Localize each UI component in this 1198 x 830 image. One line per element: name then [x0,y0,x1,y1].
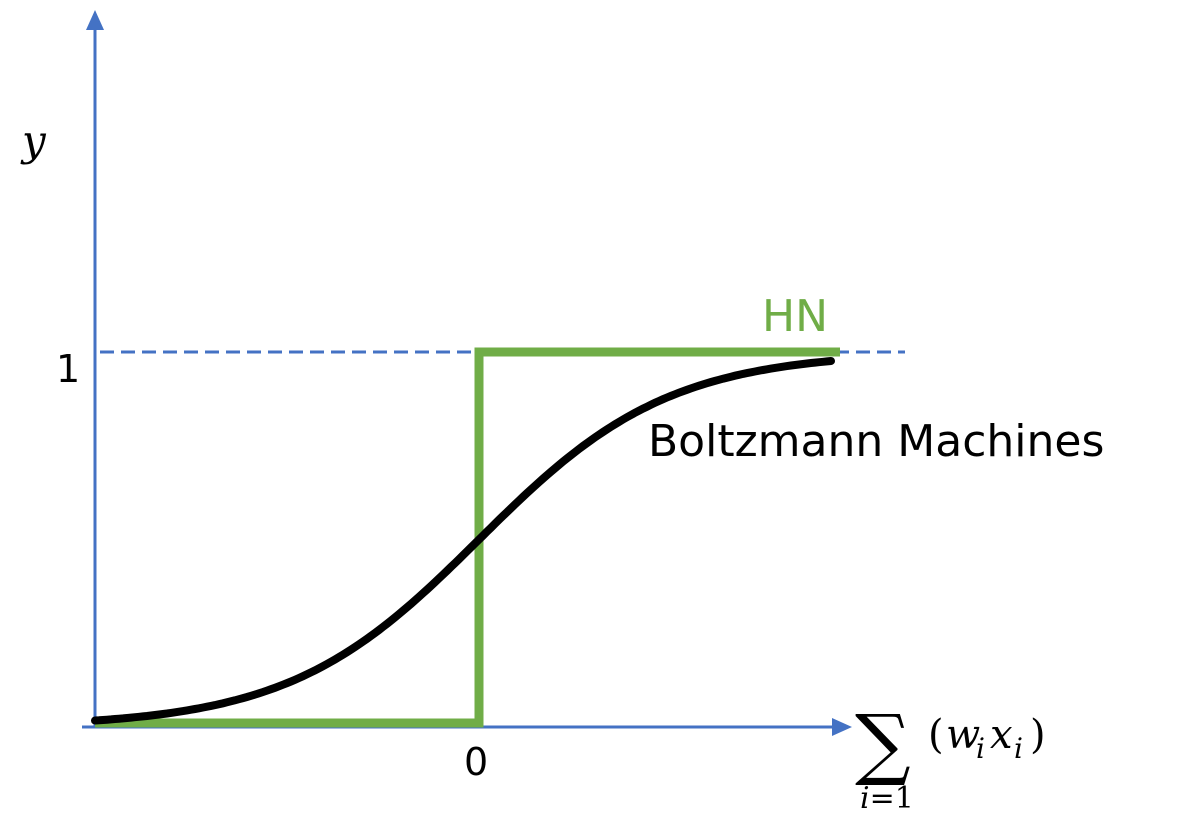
tick-label-one: 1 [56,347,80,391]
y-axis-label: y [20,116,47,165]
formula-w-subscript: i [976,732,985,765]
hn-step-curve [95,347,840,728]
boltzmann-sigmoid-curve [91,357,835,725]
hn-label: HN [762,291,828,342]
formula-x-subscript: i [1014,732,1023,765]
boltzmann-machines-label: Boltzmann Machines [648,416,1104,467]
tick-label-zero: 0 [464,740,488,784]
formula-x: x [990,712,1013,758]
x-axis-formula: ∑ i=1 ( w i x i ) [855,699,1046,816]
x-axis-arrow-icon [832,718,852,736]
y-axis-arrow-icon [86,10,104,30]
summation-lower-limit: i=1 [860,781,914,816]
formula-open-paren: ( [928,712,944,758]
formula-w: w [946,712,980,758]
formula-close-paren: ) [1030,712,1046,758]
summation-symbol: ∑ [855,699,911,789]
